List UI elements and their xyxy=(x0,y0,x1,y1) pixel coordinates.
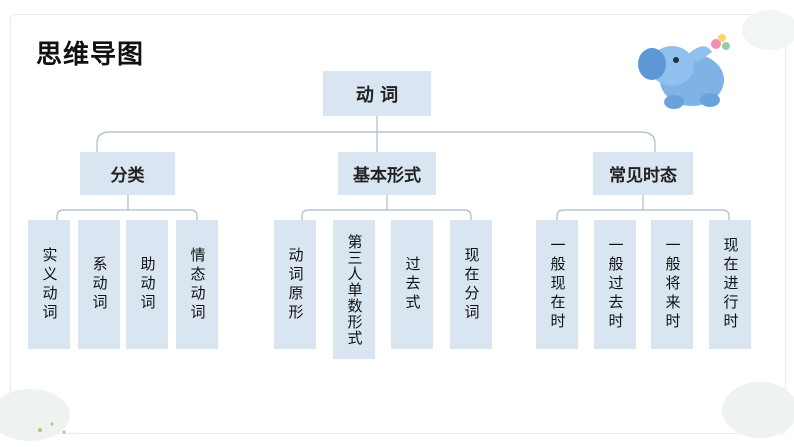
category-node-common-tenses: 常见时态 xyxy=(593,152,693,195)
leaf-node: 情态动词 xyxy=(176,220,218,349)
category-node-classification: 分类 xyxy=(80,152,175,195)
leaf-node: 第三人单数形式 xyxy=(333,220,375,359)
leaf-node: 动词原形 xyxy=(274,220,316,349)
leaf-node: 助动词 xyxy=(126,220,168,349)
elephant-mascot-icon xyxy=(638,34,730,109)
leaf-node: 现在进行时 xyxy=(709,220,751,349)
root-node: 动 词 xyxy=(323,71,431,116)
leaf-node: 系动词 xyxy=(78,220,120,349)
leaf-node: 一般现在时 xyxy=(536,220,578,349)
leaf-node: 一般将来时 xyxy=(651,220,693,349)
category-node-basic-forms: 基本形式 xyxy=(338,152,436,195)
leaf-node: 过去式 xyxy=(391,220,433,349)
leaf-node: 现在分词 xyxy=(450,220,492,349)
leaf-node: 一般过去时 xyxy=(594,220,636,349)
leaf-node: 实义动词 xyxy=(28,220,70,349)
page-title: 思维导图 xyxy=(36,40,145,70)
